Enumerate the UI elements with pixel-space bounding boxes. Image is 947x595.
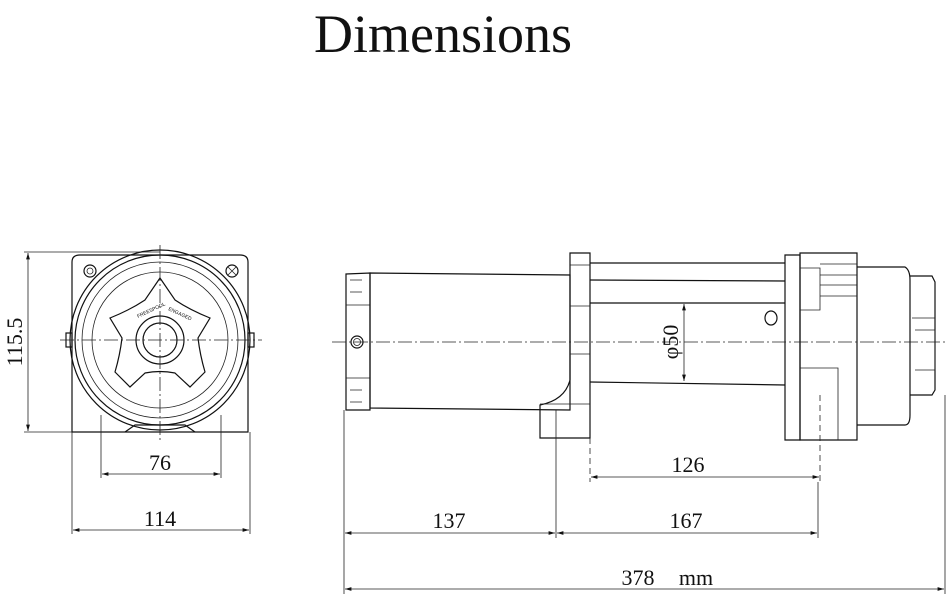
gearbox-cap xyxy=(857,266,911,426)
side-view: φ50 126 137 167 378 mm xyxy=(332,252,947,594)
page-title: Dimensions xyxy=(314,4,572,64)
gearbox xyxy=(799,252,858,441)
clutch-knob xyxy=(910,275,936,396)
mount-spacing-label: 126 xyxy=(672,452,705,477)
drum-support-left xyxy=(539,252,591,439)
front-view: FREESPOOL ENGAGED 115.5 76 114 xyxy=(2,245,262,534)
width-label: 114 xyxy=(144,506,176,531)
mount-width-label: 76 xyxy=(149,450,171,475)
motor-end-cap xyxy=(345,272,371,411)
left-section-label: 137 xyxy=(433,508,466,533)
drum-tube xyxy=(589,262,786,386)
front-housing xyxy=(71,254,249,433)
right-section-label: 167 xyxy=(670,508,703,533)
motor-body xyxy=(369,272,571,411)
cable-anchor-hole xyxy=(764,310,778,326)
unit-label: mm xyxy=(679,565,713,590)
drum-diameter-label: φ50 xyxy=(658,325,683,360)
height-label: 115.5 xyxy=(2,318,27,367)
bolt-hole xyxy=(225,264,239,278)
clutch-knob-star xyxy=(109,276,211,388)
bolt-hole xyxy=(83,264,97,278)
total-length-label: 378 xyxy=(622,565,655,590)
drum-support-right xyxy=(784,254,801,441)
